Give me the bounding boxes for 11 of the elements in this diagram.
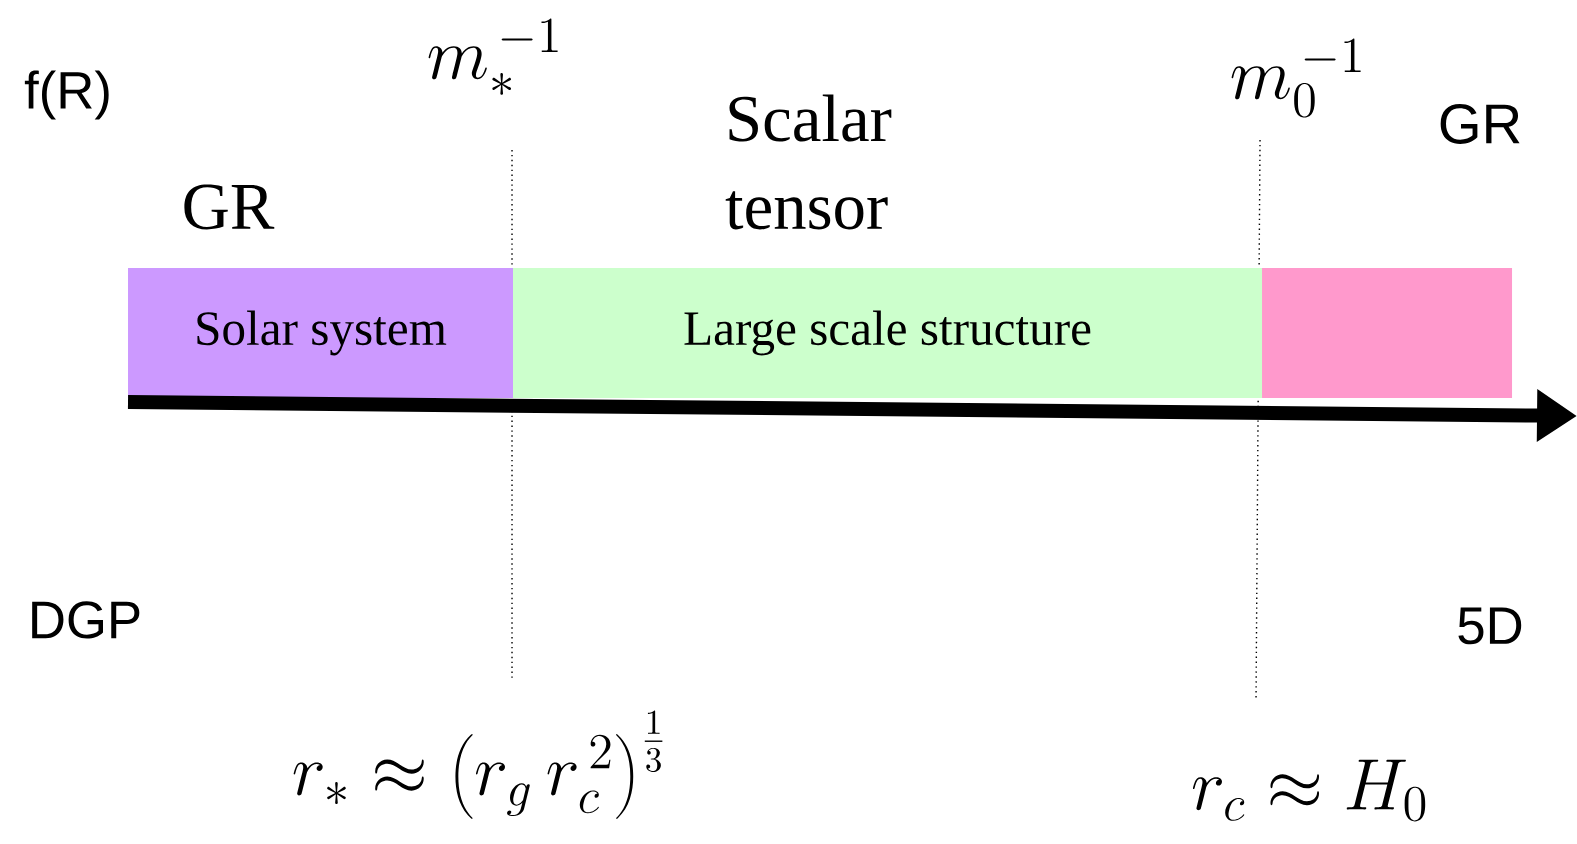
axis-label: DGP <box>32 601 140 639</box>
regime-label: GR <box>1440 104 1520 144</box>
region-band: Large scale structure <box>513 267 1263 398</box>
axis-label: f(R) <box>24 70 109 120</box>
regime-label: 5D <box>1458 607 1522 645</box>
scale-label: $m_*^{\,-1}$ <box>428 18 558 95</box>
region-band: Solar system <box>128 267 513 398</box>
scale-label: $m_0^{\,-1}$ <box>1231 38 1361 118</box>
scale-formula: $r_* \approx \left(r_g\, r_c^{\,2}\right)^{\frac{1}{3}}$ <box>293 710 663 819</box>
scale-formula: $r_c \approx H_0$ <box>1192 759 1426 822</box>
region-band <box>1262 267 1513 398</box>
